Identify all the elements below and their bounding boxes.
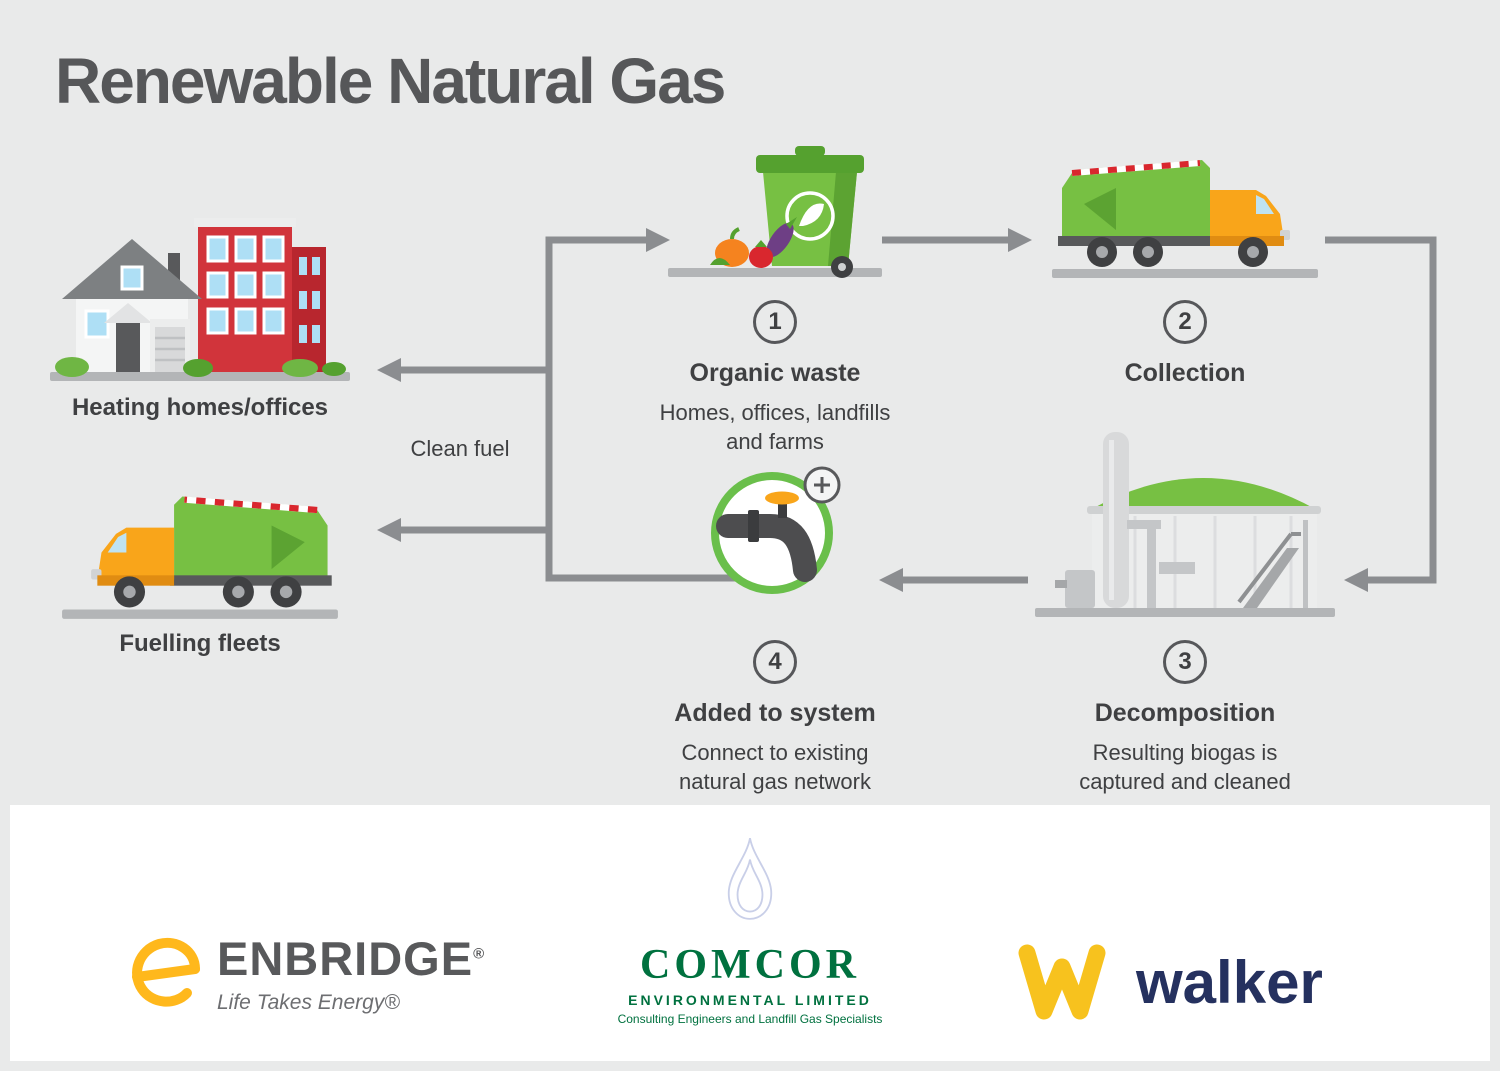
homes-offices-icon [50, 218, 350, 381]
step-organic-waste: 1 Organic waste Homes, offices, landfill… [620, 128, 930, 456]
step-description: Resulting biogas is captured and cleaned [1079, 740, 1291, 795]
compost-bin-icon [668, 146, 882, 278]
step-added-to-system: 4 Added to system Connect to existing na… [620, 420, 930, 796]
garbage-truck-icon [1052, 160, 1318, 278]
step-description: Homes, offices, landfills and farms [659, 400, 891, 455]
comcor-subtitle: ENVIRONMENTAL LIMITED [628, 992, 872, 1008]
comcor-logo: COMCOR ENVIRONMENTAL LIMITED Consulting … [570, 821, 930, 1026]
step-icon-wrap [620, 128, 930, 280]
arrowhead-left [1344, 568, 1368, 592]
step-icon-wrap [1030, 420, 1340, 620]
comcor-tagline: Consulting Engineers and Landfill Gas Sp… [617, 1012, 883, 1026]
step-decomposition: 3 Decomposition Resulting biogas is capt… [1030, 420, 1340, 796]
arrowhead-left [377, 518, 401, 542]
output-heating-homes: Heating homes/offices [40, 195, 360, 422]
pipeline-valve-icon [711, 466, 841, 594]
step-description: Connect to existing natural gas network [679, 740, 871, 795]
step-icon-wrap [620, 420, 930, 620]
step-title: Organic waste [689, 359, 861, 387]
output-label-heating: Heating homes/offices [71, 394, 329, 421]
enbridge-text: ENBRIDGE® Life Takes Energy® [217, 931, 485, 1015]
step-title: Decomposition [1094, 699, 1276, 727]
fleet-truck-icon [62, 496, 338, 619]
page-title: Renewable Natural Gas [55, 45, 726, 117]
biogas-plant-icon [1035, 432, 1335, 617]
enbridge-tagline: Life Takes Energy® [217, 991, 400, 1014]
enbridge-logo: ENBRIDGE® Life Takes Energy® [125, 931, 485, 1015]
output-label-fuelling: Fuelling fleets [119, 630, 281, 657]
walker-wordmark: walker [1136, 948, 1323, 1016]
step-collection: 2 Collection [1030, 128, 1340, 388]
enbridge-logo-icon [132, 937, 200, 1007]
arrowhead-right [1008, 228, 1032, 252]
walker-logo: walker [1015, 941, 1323, 1023]
step-number-badge: 4 [753, 640, 797, 684]
arrow-collection-to-decomposition [1325, 236, 1437, 584]
output-fuelling-fleets: Fuelling fleets [40, 484, 360, 658]
step-number-badge: 1 [753, 300, 797, 344]
step-number-badge: 3 [1163, 640, 1207, 684]
step-title: Added to system [674, 699, 876, 727]
comcor-flame-icon [727, 838, 773, 920]
arrowhead-left [377, 358, 401, 382]
step-icon-wrap [1030, 128, 1340, 280]
comcor-wordmark: COMCOR [640, 942, 860, 988]
logo-footer: ENBRIDGE® Life Takes Energy® COMCOR ENVI… [10, 805, 1490, 1061]
clean-fuel-label: Clean fuel [410, 436, 510, 461]
registered-mark: ® [473, 945, 486, 963]
walker-logo-icon [1018, 944, 1106, 1020]
step-number-badge: 2 [1163, 300, 1207, 344]
step-title: Collection [1124, 359, 1246, 387]
enbridge-wordmark: ENBRIDGE® [217, 932, 486, 985]
